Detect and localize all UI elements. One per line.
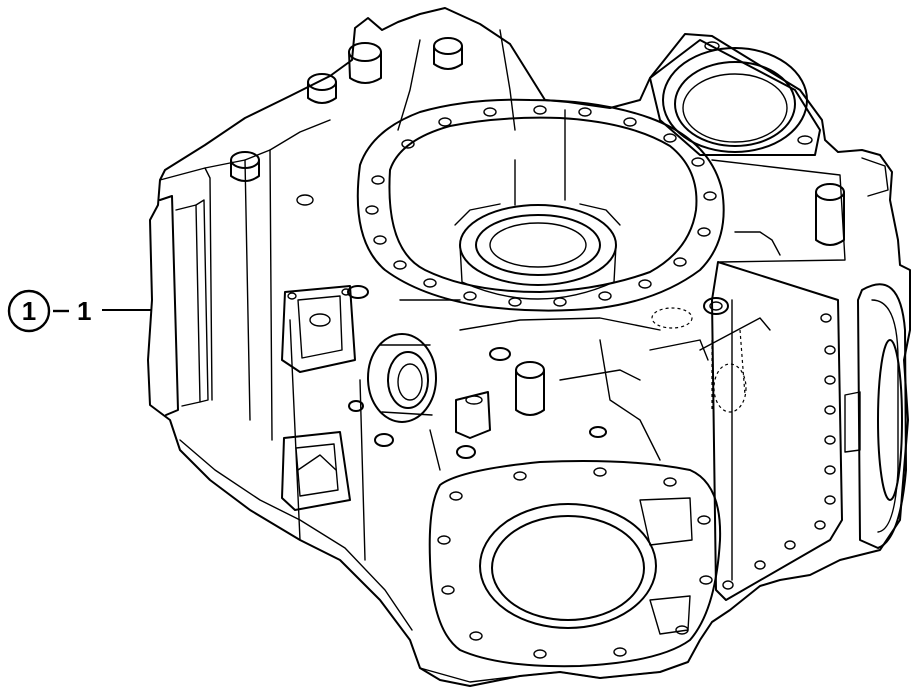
callout-circle xyxy=(7,289,51,333)
callout-group[interactable]: 1 1 xyxy=(7,289,152,333)
top-gasket-outer xyxy=(356,98,725,312)
case-outline xyxy=(147,7,911,687)
callout-part-number: 1 xyxy=(77,296,91,326)
callout-ref-number: 1 xyxy=(22,296,36,326)
top-gasket-inner xyxy=(388,116,698,293)
bottom-gasket-outer xyxy=(428,460,722,668)
transmission-case-drawing xyxy=(147,7,911,687)
